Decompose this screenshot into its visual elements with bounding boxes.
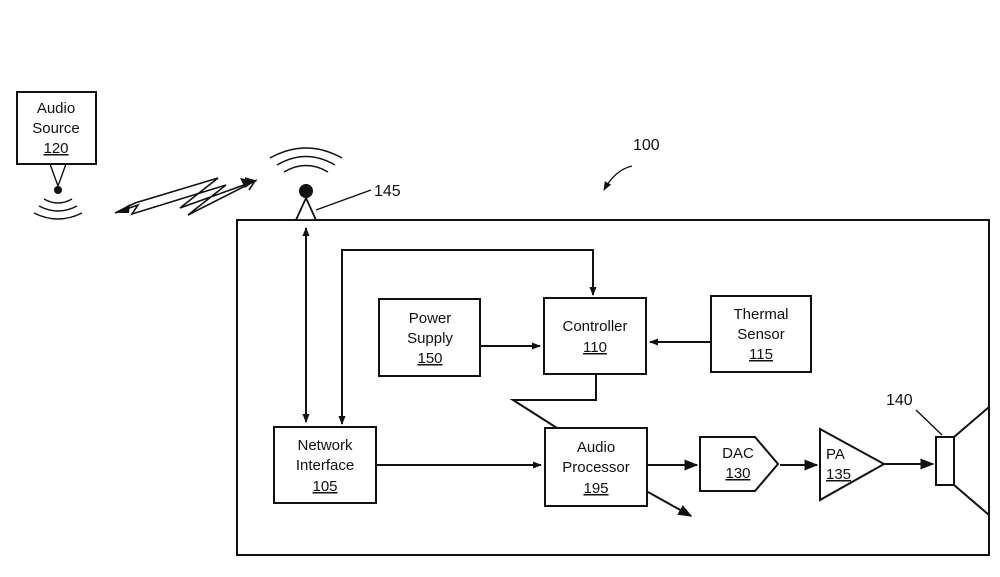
thermal-sensor-number: 115 xyxy=(749,346,773,363)
audio-source-wave-icon xyxy=(38,205,78,212)
antenna-reference-label: 145 xyxy=(374,183,401,200)
antenna-wave-icon xyxy=(283,164,329,173)
speaker-magnet-icon xyxy=(935,436,955,486)
controller-label: Controller xyxy=(562,318,627,335)
antenna-wave-icon xyxy=(269,147,343,159)
network-interface-box xyxy=(273,426,377,504)
antenna-reference-leader xyxy=(315,189,372,211)
audio-processor-label-line2: Processor xyxy=(562,459,630,476)
controller-box xyxy=(543,297,647,375)
network-interface-label-line2: Interface xyxy=(296,457,354,474)
audio-source-box xyxy=(16,91,97,165)
speaker-group: 140 xyxy=(886,392,990,518)
controller-block: Controller 110 xyxy=(543,297,647,375)
power-supply-label-line2: Supply xyxy=(407,330,453,347)
power-supply-block: Power Supply 150 xyxy=(378,298,481,377)
thermal-sensor-label-line2: Sensor xyxy=(737,326,785,343)
dac-number: 130 xyxy=(725,465,750,482)
system-enclosure xyxy=(236,219,990,556)
audio-source-label-line2: Source xyxy=(32,120,80,137)
thermal-sensor-box xyxy=(710,295,812,373)
audio-source-antenna-icon xyxy=(49,163,67,189)
network-interface-number: 105 xyxy=(312,478,337,495)
antenna-group: 145 xyxy=(269,147,401,221)
audio-processor-label-line1: Audio xyxy=(577,439,615,456)
pa-label: PA xyxy=(826,446,845,463)
audio-source-wave-icon xyxy=(43,198,73,204)
antenna-icon xyxy=(294,195,318,221)
system-reference-label: 100 xyxy=(633,137,660,154)
wireless-arrow-left-icon xyxy=(115,204,130,213)
power-supply-number: 150 xyxy=(417,350,442,367)
audio-processor-box xyxy=(544,427,648,507)
antenna-tip-icon xyxy=(299,184,313,198)
controller-number: 110 xyxy=(583,339,607,356)
dac-block: DAC 130 xyxy=(699,436,780,492)
power-supply-label-line1: Power xyxy=(409,310,452,327)
audio-source-label-line1: Audio xyxy=(37,100,75,117)
power-supply-box xyxy=(378,298,481,377)
dac-shape xyxy=(699,436,780,492)
network-interface-label-line1: Network xyxy=(297,437,353,454)
audio-processor-block: Audio Processor 195 xyxy=(544,427,648,507)
wireless-arrow-right-icon xyxy=(240,178,255,188)
system-reference-arrow xyxy=(603,165,633,191)
pa-number: 135 xyxy=(826,466,851,483)
processor-output-arrow xyxy=(647,491,693,517)
speaker-reference-label: 140 xyxy=(886,392,913,409)
controller-to-processor-link xyxy=(509,375,597,429)
audio-source-antenna-tip-icon xyxy=(54,186,62,194)
controller-network-link xyxy=(338,249,597,425)
speaker-cone-icon xyxy=(953,404,990,518)
thermal-sensor-label-line1: Thermal xyxy=(733,306,788,323)
thermal-sensor-block: Thermal Sensor 115 xyxy=(710,295,812,373)
audio-processor-number: 195 xyxy=(583,480,608,497)
antenna-wave-icon xyxy=(276,155,336,166)
audio-source-device: Audio Source 120 xyxy=(16,91,97,220)
wireless-link-icon xyxy=(114,177,258,216)
pa-block: PA 135 xyxy=(819,427,887,502)
audio-source-number: 120 xyxy=(43,140,68,157)
audio-source-wave-icon xyxy=(33,212,83,220)
pa-triangle xyxy=(819,427,887,502)
network-interface-block: Network Interface 105 xyxy=(273,426,377,504)
speaker-reference-leader xyxy=(915,409,943,436)
dac-label: DAC xyxy=(722,445,754,462)
